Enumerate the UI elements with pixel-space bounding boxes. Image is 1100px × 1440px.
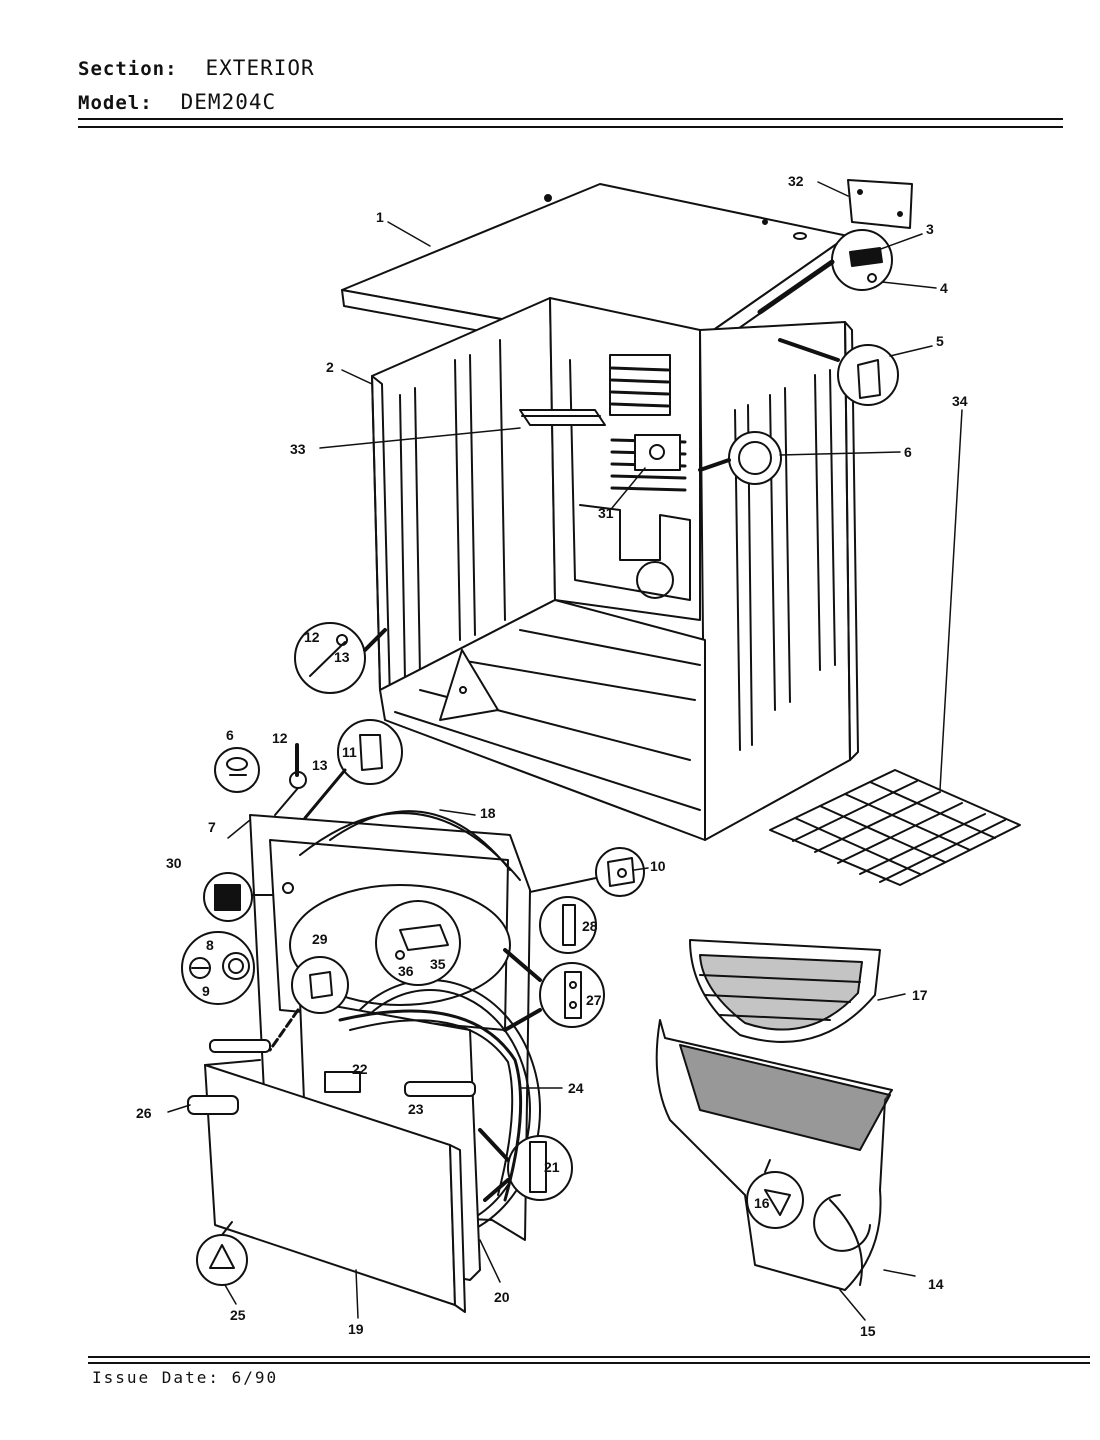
part-6-plug-upper — [698, 431, 782, 485]
callout-24: 24 — [568, 1080, 584, 1096]
callout-33: 33 — [290, 441, 306, 457]
detail-circle-21 — [478, 1128, 573, 1202]
part-17-lint-screen — [689, 939, 881, 1043]
callout-5: 5 — [936, 333, 944, 349]
detail-circle-12-13-left — [294, 622, 387, 694]
callout-32: 32 — [788, 173, 804, 189]
callout-22: 22 — [352, 1061, 368, 1077]
detail-circle-25 — [196, 1221, 248, 1286]
detail-circle-5 — [778, 338, 899, 406]
detail-circle-10 — [529, 847, 645, 897]
callout-6: 6 — [904, 444, 912, 460]
bar-upper-left — [209, 1039, 271, 1053]
callout-11: 11 — [342, 744, 357, 760]
part-34-drying-rack — [769, 769, 1021, 886]
section-label: Section: — [78, 58, 178, 80]
callout-1: 1 — [376, 209, 384, 225]
detail-circle-16 — [746, 1159, 804, 1229]
callout-21: 21 — [544, 1159, 560, 1175]
callout-14: 14 — [928, 1276, 944, 1292]
callout-17: 17 — [912, 987, 928, 1003]
callout-13: 13 — [312, 757, 328, 773]
callout-4: 4 — [940, 280, 948, 296]
callout-labels: 1 2 3 4 5 6 6 7 8 9 10 11 12 12 13 13 14… — [136, 173, 968, 1339]
part-22-pad — [324, 1071, 361, 1093]
part-32-bracket — [847, 179, 913, 229]
header-double-rule — [78, 118, 1063, 128]
callout-18: 18 — [480, 805, 496, 821]
callout-6-lower: 6 — [226, 727, 234, 743]
part-6-plug-lower — [214, 747, 260, 793]
detail-circle-30 — [203, 872, 273, 922]
part-14-lint-duct — [655, 1019, 893, 1291]
callout-34: 34 — [952, 393, 968, 409]
model-label: Model: — [78, 92, 153, 114]
callout-12-left: 12 — [304, 629, 320, 645]
callout-9: 9 — [202, 983, 210, 999]
detail-circle-3-4 — [757, 229, 893, 315]
part-23-bar — [404, 1081, 476, 1097]
leader-lines — [167, 181, 963, 1321]
callout-7: 7 — [208, 819, 216, 835]
detail-circle-8-9 — [181, 931, 255, 1005]
callout-25: 25 — [230, 1307, 246, 1323]
detail-circle-35-36 — [375, 900, 461, 986]
part-26-handle — [187, 1095, 239, 1115]
callout-10: 10 — [650, 858, 666, 874]
callout-19: 19 — [348, 1321, 364, 1337]
callout-8: 8 — [206, 937, 214, 953]
callout-31: 31 — [598, 505, 614, 521]
detail-circle-27 — [503, 948, 605, 1032]
callout-2: 2 — [326, 359, 334, 375]
detail-circle-29 — [268, 956, 349, 1052]
callout-23: 23 — [408, 1101, 424, 1117]
callout-27: 27 — [586, 992, 602, 1008]
callout-3: 3 — [926, 221, 934, 237]
door-outer-panel-19 — [204, 1059, 466, 1313]
part-12-13-screw — [274, 743, 307, 816]
model-value: DEM204C — [180, 90, 277, 114]
part-24-seal — [338, 1009, 523, 1202]
footer-double-rule — [88, 1356, 1090, 1364]
model-heading: Model: DEM204C — [78, 90, 276, 114]
callout-36: 36 — [398, 963, 414, 979]
callout-12: 12 — [272, 730, 288, 746]
callout-13-left: 13 — [334, 649, 350, 665]
callout-20: 20 — [494, 1289, 510, 1305]
callout-26: 26 — [136, 1105, 152, 1121]
callout-28: 28 — [582, 918, 598, 934]
section-heading: Section: EXTERIOR — [78, 56, 315, 80]
callout-35: 35 — [430, 956, 446, 972]
callout-30: 30 — [166, 855, 182, 871]
issue-date: Issue Date: 6/90 — [92, 1368, 279, 1387]
callout-16: 16 — [754, 1195, 770, 1211]
callout-15: 15 — [860, 1323, 876, 1339]
section-value: EXTERIOR — [205, 56, 315, 80]
cabinet — [371, 297, 859, 841]
detail-circle-28 — [539, 896, 597, 954]
callout-29: 29 — [312, 931, 328, 947]
detail-circle-11 — [303, 719, 403, 820]
